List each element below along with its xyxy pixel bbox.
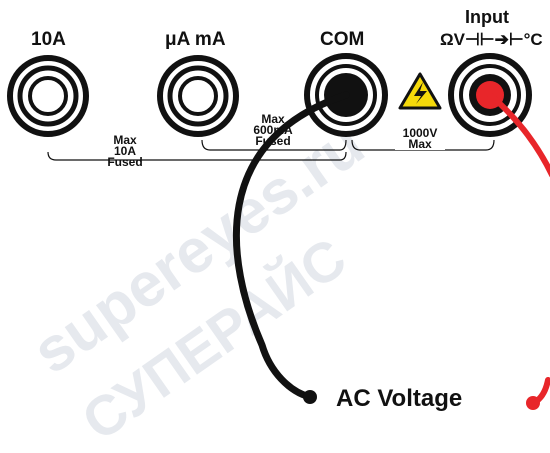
label-10a: 10A [31, 29, 66, 50]
bracket-600ma-fused [201, 139, 347, 151]
red-probe-lead [487, 92, 550, 178]
black-probe-lead [233, 91, 350, 401]
jack-10a [7, 55, 89, 137]
warning-icon [398, 72, 442, 110]
label-input: Input [465, 7, 509, 27]
red-lead-end-dot [526, 396, 540, 410]
multimeter-connection-diagram: supereyes.ru СУПЕРАЙС [7, 7, 550, 452]
label-com: COM [320, 29, 365, 50]
rating-10a-fused: Max 10A Fused [107, 133, 143, 169]
rating-600ma-fused: Max 600mA Fused [253, 112, 293, 148]
rating-1000v-max: 1000V Max [395, 127, 445, 150]
black-lead-end-dot [303, 390, 317, 404]
jack-ua-ma [157, 55, 239, 137]
bracket-1000v [351, 139, 495, 151]
caption-ac-voltage: AC Voltage [336, 385, 463, 412]
label-input-symbols: ΩV⊣⊢➔⊢°C [440, 30, 543, 49]
label-ua-ma: μA mA [165, 29, 226, 50]
bracket-10a-fused [47, 151, 347, 161]
diagram-canvas [7, 53, 550, 410]
